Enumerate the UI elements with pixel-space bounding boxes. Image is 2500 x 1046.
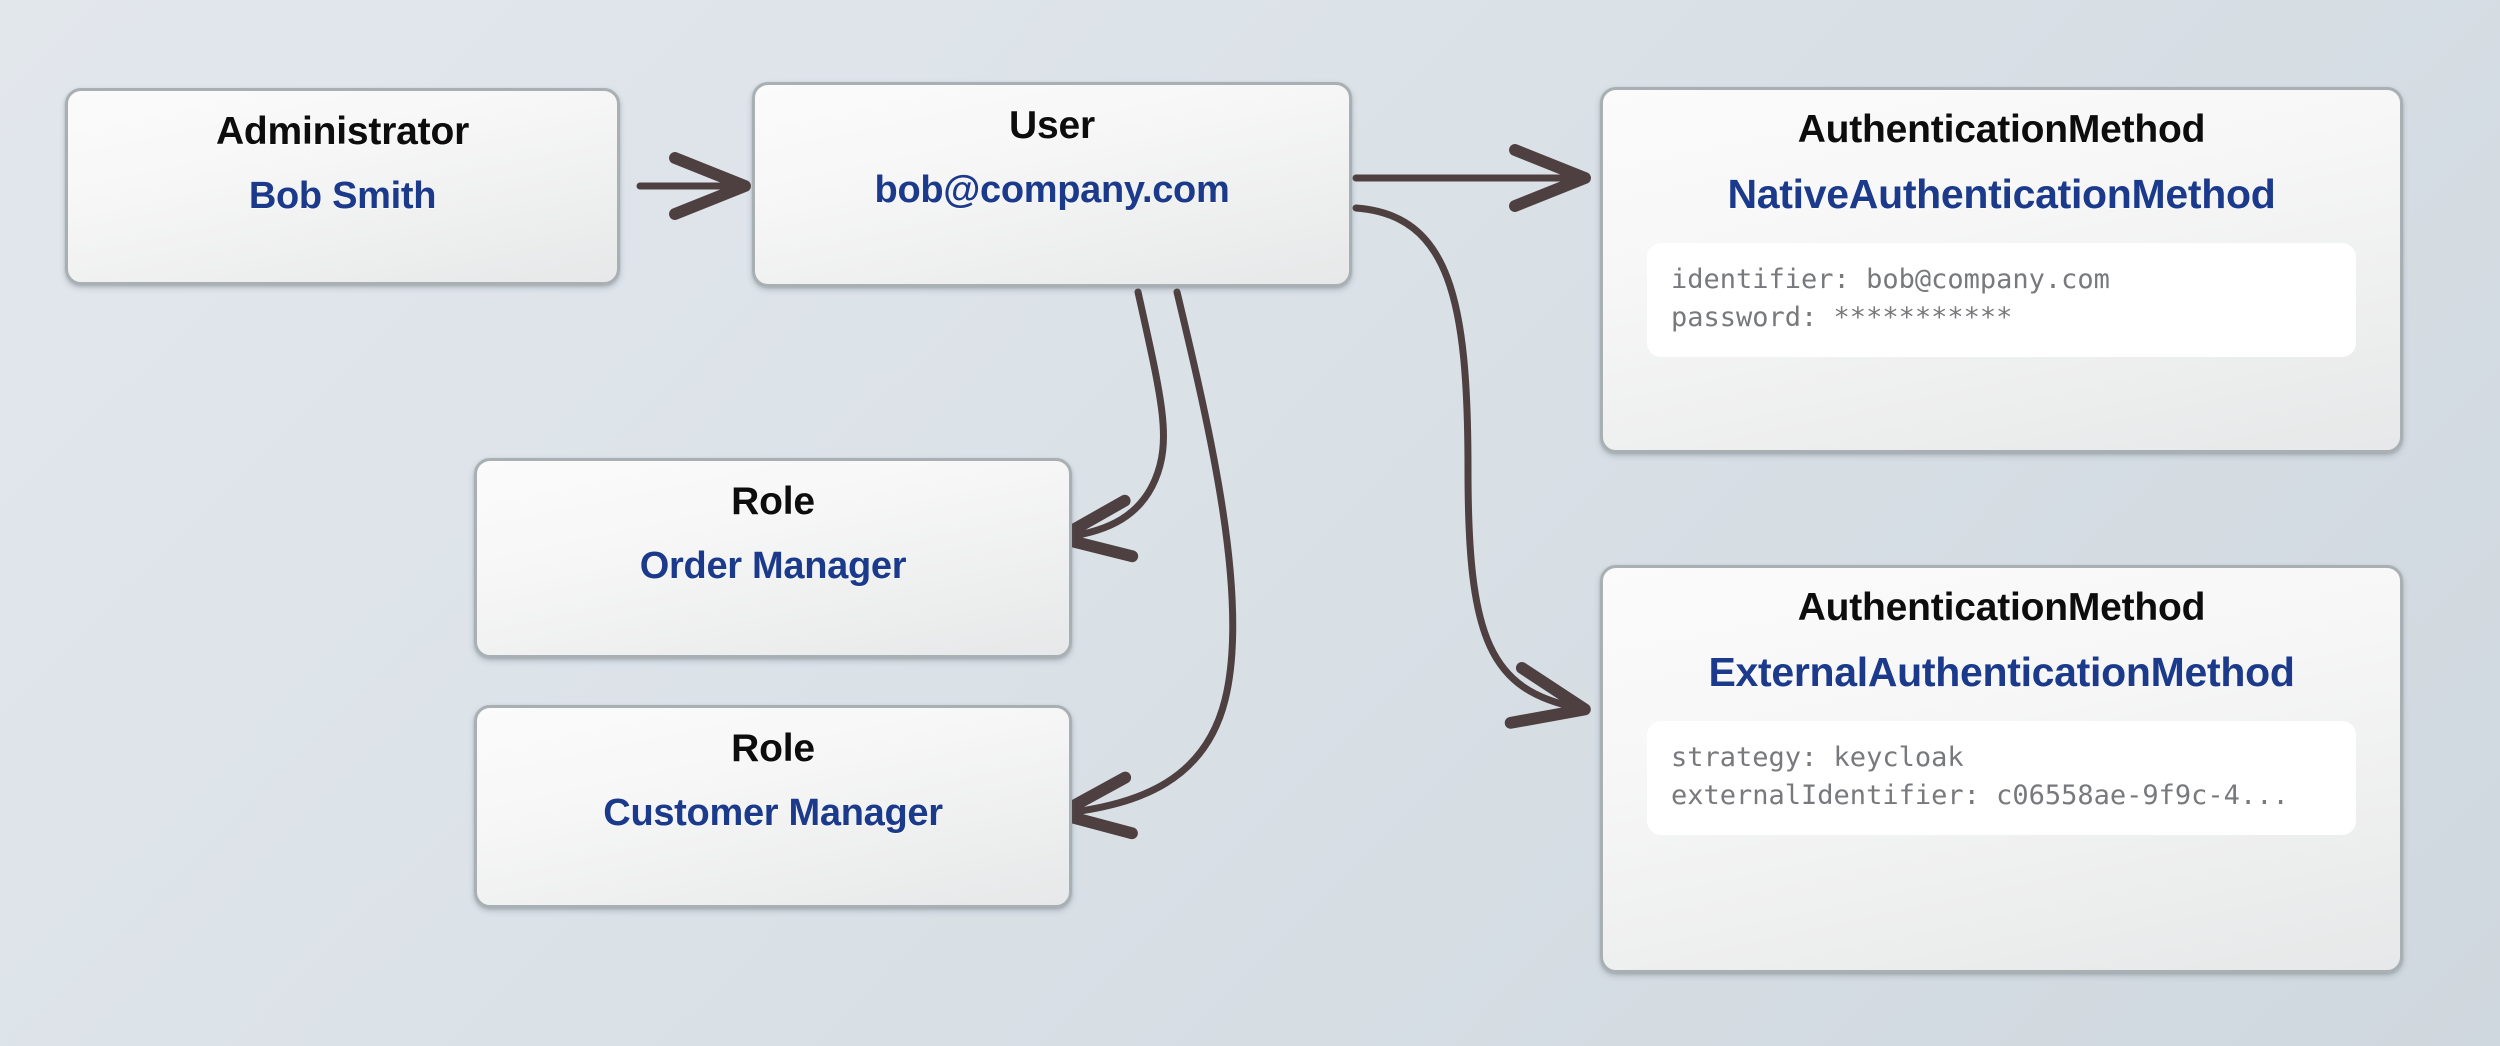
property-strategy: strategy: keycloak: [1671, 742, 1964, 773]
node-role-customer-manager-type: Role: [731, 727, 815, 770]
node-role-customer-manager[interactable]: Role Customer Manager: [474, 705, 1072, 908]
property-password: password: ***********: [1671, 302, 2013, 333]
node-auth-native-properties: identifier: bob@company.com password: **…: [1647, 243, 2356, 357]
node-role-order-manager[interactable]: Role Order Manager: [474, 458, 1072, 658]
edge-user-to-auth-external: [1352, 204, 1591, 729]
node-auth-external-label: ExternalAuthenticationMethod: [1708, 649, 2295, 695]
node-user-type: User: [1009, 104, 1095, 147]
edge-user-to-role-order: [1053, 288, 1167, 563]
node-administrator-label: Bob Smith: [248, 175, 437, 217]
node-auth-external-type: AuthenticationMethod: [1797, 586, 2206, 629]
node-authentication-method-external[interactable]: AuthenticationMethod ExternalAuthenticat…: [1600, 565, 2403, 973]
node-role-customer-manager-label: Customer Manager: [603, 792, 943, 834]
node-administrator[interactable]: Administrator Bob Smith: [65, 88, 620, 285]
node-administrator-type: Administrator: [215, 110, 470, 153]
node-auth-external-properties: strategy: keycloak externalIdentifier: c…: [1647, 721, 2356, 835]
edge-user-to-role-customer: [1053, 288, 1237, 840]
node-auth-native-type: AuthenticationMethod: [1797, 108, 2206, 151]
node-auth-native-label: NativeAuthenticationMethod: [1727, 171, 2276, 217]
node-role-order-manager-label: Order Manager: [639, 545, 907, 587]
node-user[interactable]: User bob@company.com: [752, 82, 1352, 287]
node-role-order-manager-type: Role: [731, 480, 815, 523]
node-user-label: bob@company.com: [874, 169, 1230, 211]
property-external-identifier: externalIdentifier: c06558ae-9f9c-4...: [1671, 780, 2289, 811]
node-authentication-method-native[interactable]: AuthenticationMethod NativeAuthenticatio…: [1600, 87, 2403, 453]
property-identifier: identifier: bob@company.com: [1671, 264, 2110, 295]
